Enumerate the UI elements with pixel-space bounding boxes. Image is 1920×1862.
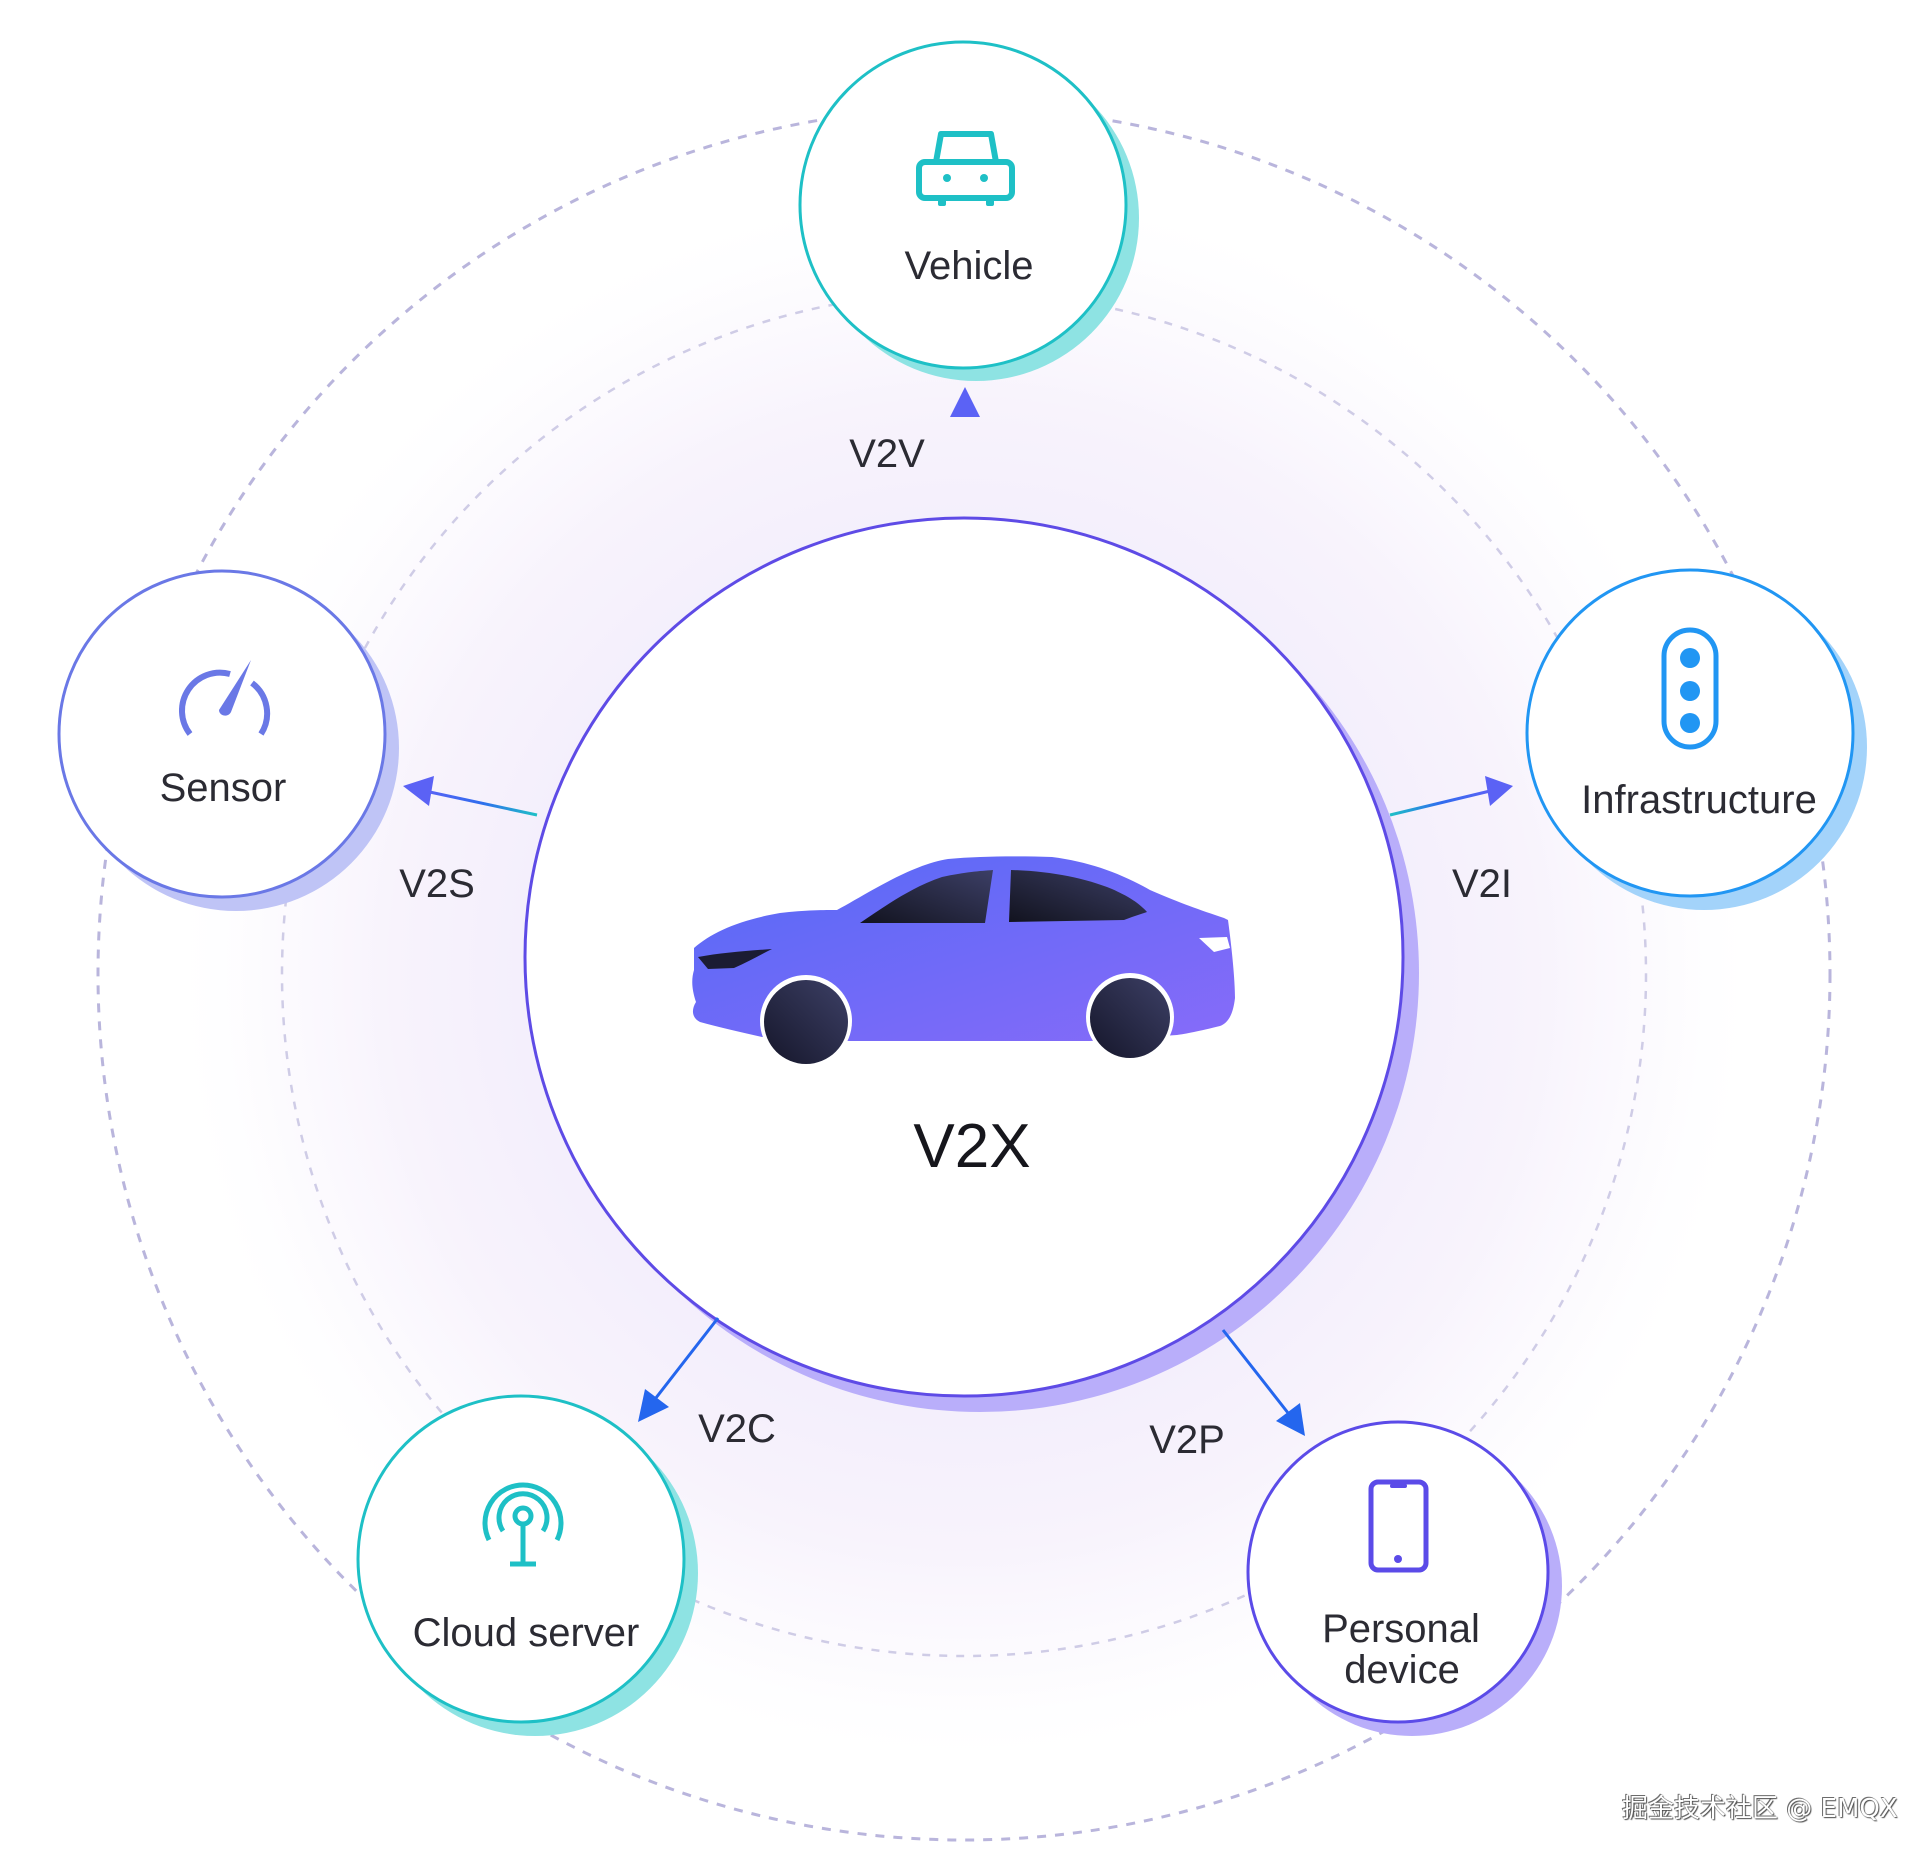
arrow-head-icon [950, 387, 980, 417]
node-label-personal-device-line2: device [1344, 1648, 1460, 1692]
node-infrastructure: Infrastructure [1525, 568, 1867, 910]
node-circle [57, 569, 387, 899]
node-vehicle: Vehicle [798, 40, 1139, 381]
link-label-v2c: V2C [698, 1407, 776, 1451]
link-v2p: V2P [1149, 1329, 1305, 1462]
node-label-cloud-server: Cloud server [413, 1611, 640, 1655]
node-circle [798, 40, 1128, 370]
arrow-line [424, 789, 538, 817]
arrow-line [650, 1317, 720, 1404]
sedan-car-icon [692, 856, 1235, 1067]
link-v2v: V2V [849, 387, 980, 515]
arrow-head-icon [1485, 776, 1513, 806]
link-label-v2i: V2I [1452, 862, 1512, 906]
car-front-icon [916, 131, 1015, 206]
link-label-v2s: V2S [399, 862, 475, 906]
antenna-signal-icon [482, 1482, 564, 1567]
node-label-sensor: Sensor [160, 766, 287, 810]
arrow-line [1389, 789, 1491, 817]
node-cloud-server: Cloud server [356, 1394, 698, 1736]
link-label-v2p: V2P [1149, 1418, 1225, 1462]
node-label-infrastructure: Infrastructure [1581, 778, 1817, 822]
traffic-light-icon [1661, 627, 1719, 750]
node-sensor: Sensor [57, 569, 399, 911]
watermark: 掘金技术社区 @ EMQX [1622, 1794, 1898, 1824]
arrow-line [1221, 1329, 1294, 1419]
link-v2i: V2I [1389, 776, 1513, 906]
link-v2s: V2S [399, 776, 538, 906]
node-label-personal-device-line1: Personal [1322, 1607, 1480, 1651]
arrow-head-icon [638, 1389, 669, 1422]
node-personal-device: Personal device [1246, 1420, 1562, 1736]
outer-dashed-ring [96, 106, 1832, 1842]
link-v2c: V2C [638, 1317, 776, 1451]
speedometer-gauge-icon [178, 660, 271, 736]
hub-label: V2X [913, 1112, 1030, 1181]
link-label-v2v: V2V [849, 432, 925, 476]
arrow-head-icon [1276, 1403, 1305, 1436]
v2x-hub: V2X [523, 516, 1419, 1412]
smartphone-icon [1368, 1479, 1429, 1573]
arrow-head-icon [403, 776, 434, 806]
node-label-vehicle: Vehicle [905, 244, 1034, 288]
